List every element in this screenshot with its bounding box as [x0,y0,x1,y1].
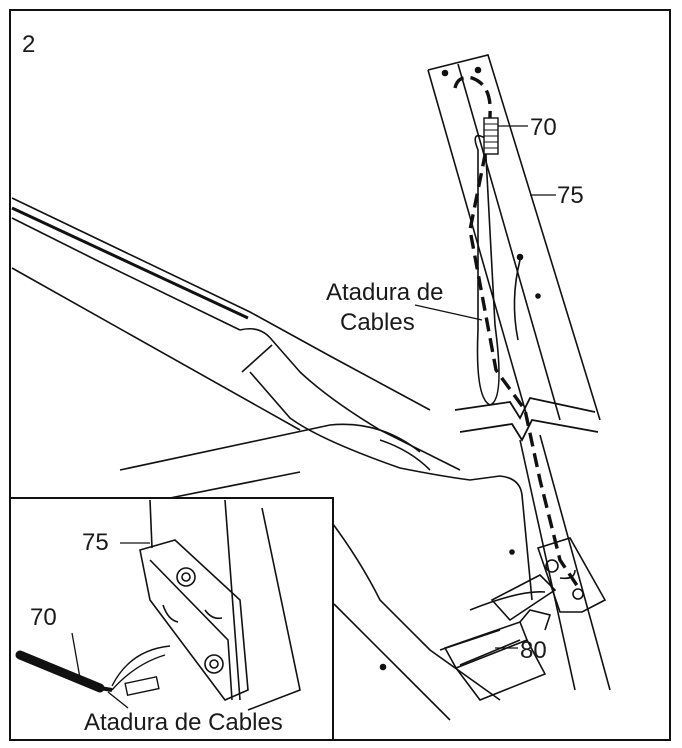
inset-label-cable-70: 70 [30,604,57,631]
label-cable-tie-line1: Atadura de [326,279,443,306]
connector-pins [484,123,498,149]
treadmill-deck [11,197,557,721]
step-number: 2 [22,31,35,58]
upright-75 [427,54,611,691]
inset-label-upright-75: 75 [82,529,109,556]
inset-connector [124,675,160,697]
label-upright-75: 75 [557,182,584,209]
inset-cable-tie [99,686,113,692]
label-cable-tie-line2: Cables [340,309,415,336]
inset-upright [139,499,301,711]
leader-lines [414,125,556,649]
cable-tie-loop [474,134,500,406]
label-part-80: 80 [520,637,547,664]
inset-detail: 75 70 Atadura de Cables [9,497,334,741]
inset-leader-lines [71,542,150,709]
inset-label-cable-tie: Atadura de Cables [84,709,283,736]
inset-cable-70 [15,650,105,693]
inset-wires [111,645,171,691]
label-cable-70: 70 [530,114,557,141]
wire-70-dashed [453,75,582,591]
